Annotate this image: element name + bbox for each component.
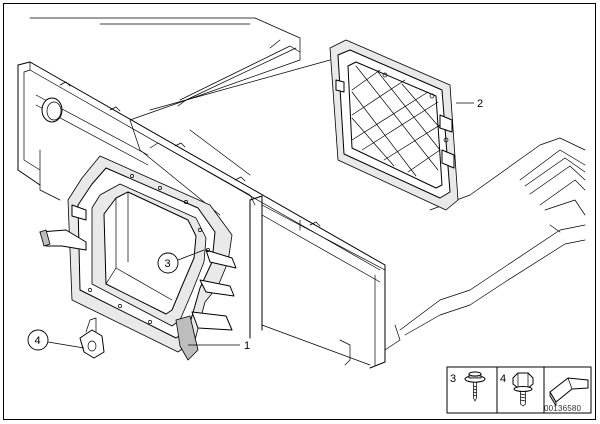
grille-mesh [351, 65, 441, 177]
callout-1-label: 1 [244, 340, 250, 352]
callout-4-label: 4 [35, 335, 41, 347]
callout-2: 2 [456, 98, 483, 110]
drawing-frame [3, 3, 596, 420]
callout-4: 4 [27, 329, 85, 351]
callout-3-label: 3 [165, 258, 171, 270]
part-1-housing-frame [39, 155, 237, 361]
small-parts-legend: 3 4 [446, 366, 592, 414]
legend-item-3-label: 3 [450, 373, 456, 385]
body-structure [29, 17, 586, 351]
callout-2-label: 2 [477, 98, 483, 110]
profile-strip-icon [549, 377, 589, 407]
callout-1: 1 [188, 340, 250, 352]
main-wall-panel [17, 61, 386, 369]
document-id: 00136580 [544, 404, 582, 413]
part-4-clip [79, 317, 105, 359]
screw-with-washer-icon [464, 371, 486, 402]
hex-bolt-icon [512, 372, 534, 407]
callout-3: 3 [157, 249, 205, 274]
legend-item-4-label: 4 [500, 373, 506, 385]
part-2-grille [329, 39, 459, 211]
